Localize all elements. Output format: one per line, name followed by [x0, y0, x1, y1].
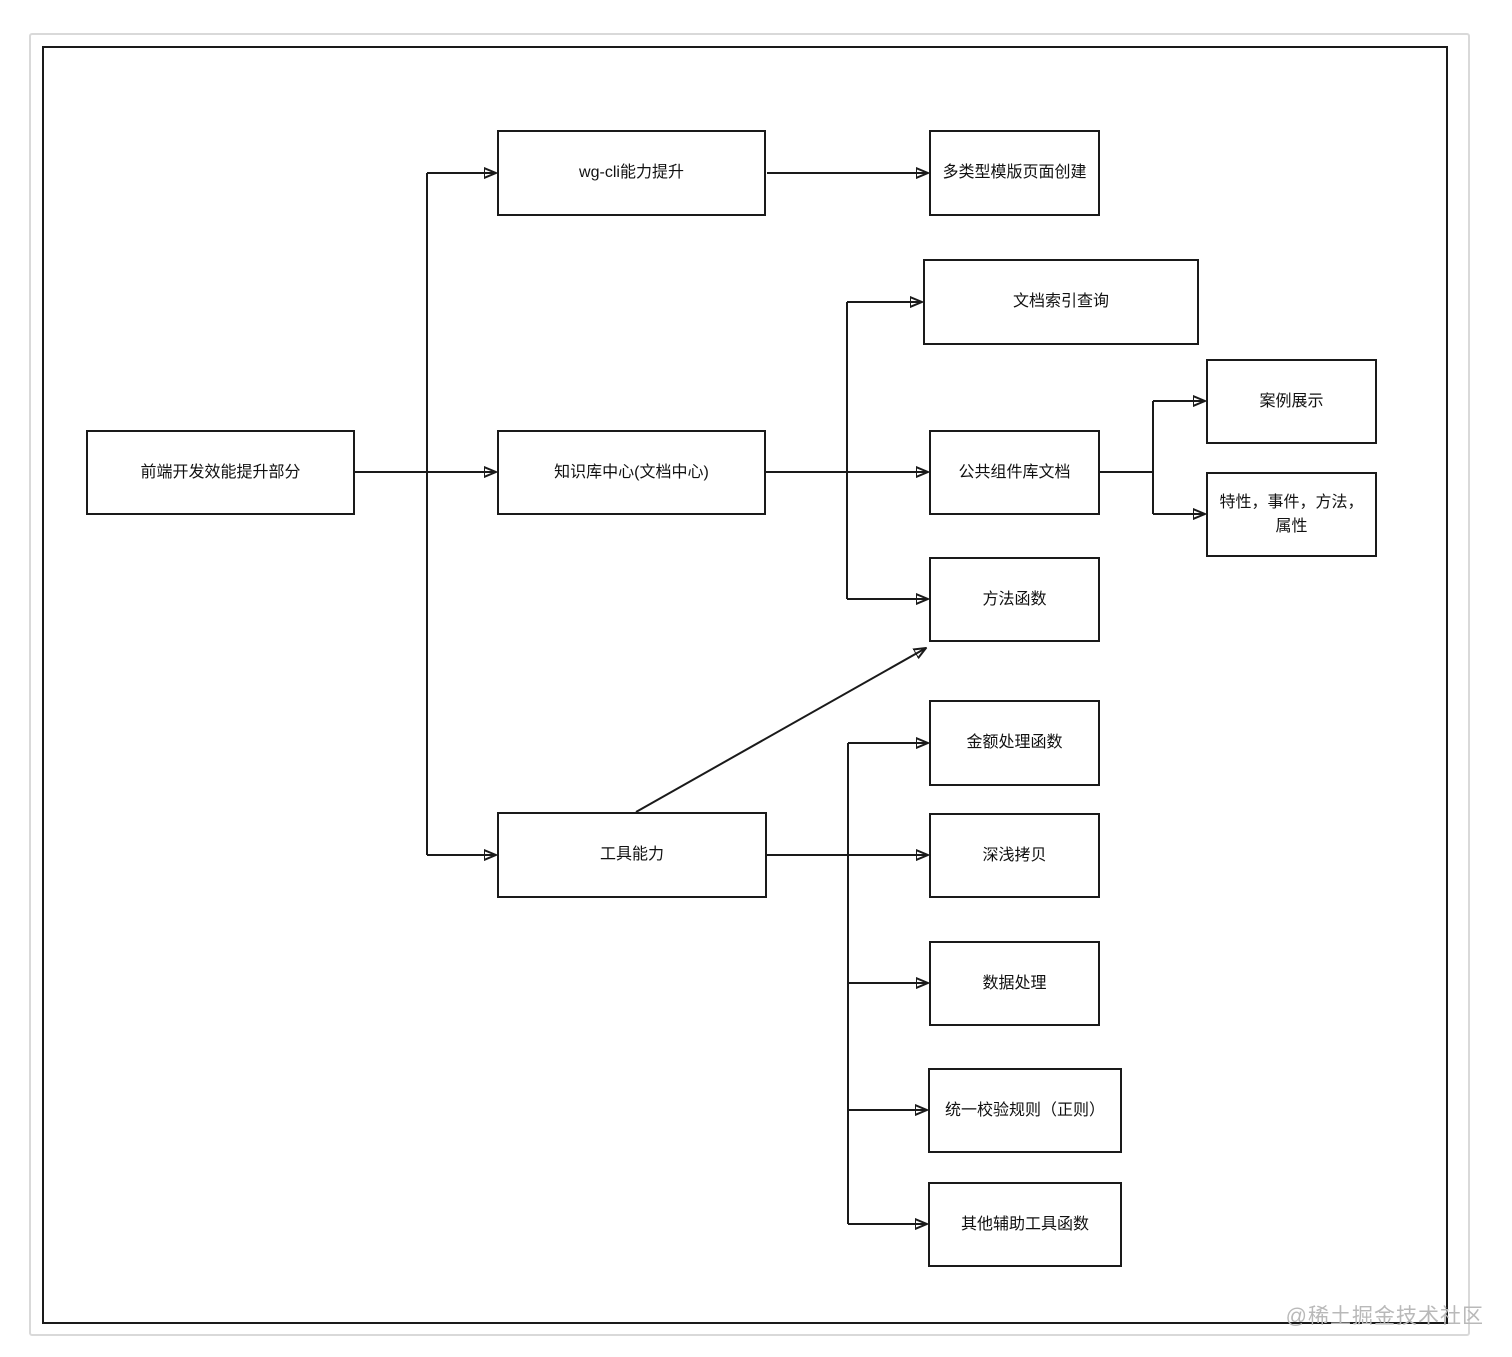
node-props-events-methods: 特性，事件，方法，属性	[1206, 472, 1377, 557]
node-props-events-methods-label: 特性，事件，方法，属性	[1219, 494, 1364, 535]
node-deep-copy: 深浅拷贝	[929, 813, 1100, 898]
node-doc-index: 文档索引查询	[923, 259, 1199, 345]
node-case-demo: 案例展示	[1206, 359, 1377, 444]
node-other-tools: 其他辅助工具函数	[928, 1182, 1122, 1267]
node-validation-rules: 统一校验规则（正则）	[928, 1068, 1122, 1153]
node-data-process: 数据处理	[929, 941, 1100, 1026]
node-method-fn-label: 方法函数	[982, 590, 1047, 608]
node-other-tools-label: 其他辅助工具函数	[960, 1215, 1089, 1233]
node-template-page-label: 多类型模版页面创建	[942, 164, 1087, 182]
edge-tools-to-methodfn	[635, 648, 926, 813]
node-deep-copy-label: 深浅拷贝	[982, 846, 1047, 864]
node-template-page: 多类型模版页面创建	[929, 130, 1100, 216]
node-root-label: 前端开发效能提升部分	[140, 463, 301, 481]
node-wg-cli: wg-cli能力提升	[497, 130, 766, 216]
node-data-process-label: 数据处理	[982, 974, 1047, 992]
outer-frame	[29, 33, 1470, 1336]
node-knowledge-center-label: 知识库中心(文档中心)	[554, 463, 709, 481]
node-tools-label: 工具能力	[599, 846, 664, 864]
node-money-fn-label: 金额处理函数	[966, 734, 1063, 752]
node-component-doc: 公共组件库文档	[929, 430, 1100, 515]
node-root: 前端开发效能提升部分	[86, 430, 355, 515]
diagram-border	[42, 46, 1448, 1324]
node-tools: 工具能力	[497, 812, 767, 898]
node-wg-cli-label: wg-cli能力提升	[579, 164, 684, 182]
node-validation-rules-label: 统一校验规则（正则）	[944, 1101, 1105, 1119]
node-doc-index-label: 文档索引查询	[1012, 293, 1109, 311]
node-method-fn: 方法函数	[929, 557, 1100, 642]
watermark: @稀土掘金技术社区	[1285, 1305, 1484, 1328]
node-money-fn: 金额处理函数	[929, 700, 1100, 786]
node-knowledge-center: 知识库中心(文档中心)	[497, 430, 766, 515]
node-case-demo-label: 案例展示	[1259, 392, 1324, 410]
node-component-doc-label: 公共组件库文档	[958, 463, 1071, 481]
